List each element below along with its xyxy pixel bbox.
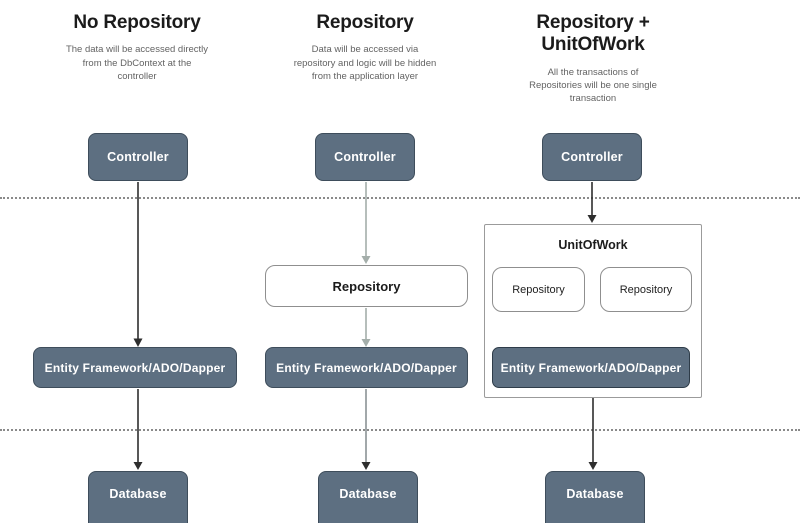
node-label: Repository [619,283,673,296]
node-label: Database [339,487,397,501]
node-label: Entity Framework/ADO/Dapper [44,360,226,375]
database-node-col3: Database [545,471,645,523]
column-header-repository: Repository Data will be accessed via rep… [253,12,477,83]
arrowhead-icon [361,462,371,470]
node-label: Repository [512,283,565,296]
node-label: Entity Framework/ADO/Dapper [276,360,457,375]
arrowhead-icon [361,256,371,264]
column-title: Repository [316,12,414,33]
unitofwork-label: UnitOfWork [558,238,628,252]
arrowhead-icon [133,338,143,347]
controller-node-col2: Controller [315,133,415,181]
layer-separator-bottom [0,429,800,431]
arrowhead-icon [361,339,371,347]
column-subtitle: All the transactions of Repositories wil… [529,66,657,105]
arrowhead-icon [587,215,597,223]
column-title: No Repository [73,12,201,33]
node-label: Controller [334,150,396,164]
node-label: Controller [107,150,169,164]
node-label: Entity Framework/ADO/Dapper [500,360,682,375]
entity-framework-node-col2: Entity Framework/ADO/Dapper [265,347,468,388]
node-label: Repository [332,278,401,294]
column-title: Repository + UnitOfWork [536,12,650,56]
database-node-col1: Database [88,471,188,523]
entity-framework-node-col1: Entity Framework/ADO/Dapper [33,347,237,388]
node-label: Controller [561,150,623,164]
controller-node-col3: Controller [542,133,642,181]
entity-framework-node-col3: Entity Framework/ADO/Dapper [492,347,690,388]
node-label: Database [566,487,624,501]
node-label: Database [109,487,167,501]
column-subtitle: Data will be accessed via repository and… [293,44,437,82]
arrowhead-icon [133,462,143,470]
column-subtitle: The data will be accessed directly from … [65,44,209,82]
repository-node-col3-right: Repository [600,267,692,312]
layer-separator-top [0,197,800,199]
repository-node-col3-left: Repository [492,267,585,312]
arrowhead-icon [588,462,598,470]
column-header-no-repository: No Repository The data will be accessed … [25,12,249,83]
controller-node-col1: Controller [88,133,188,181]
column-header-repository-unitofwork: Repository + UnitOfWork All the transact… [481,12,705,106]
database-node-col2: Database [318,471,418,523]
repository-node-col2: Repository [265,265,468,307]
